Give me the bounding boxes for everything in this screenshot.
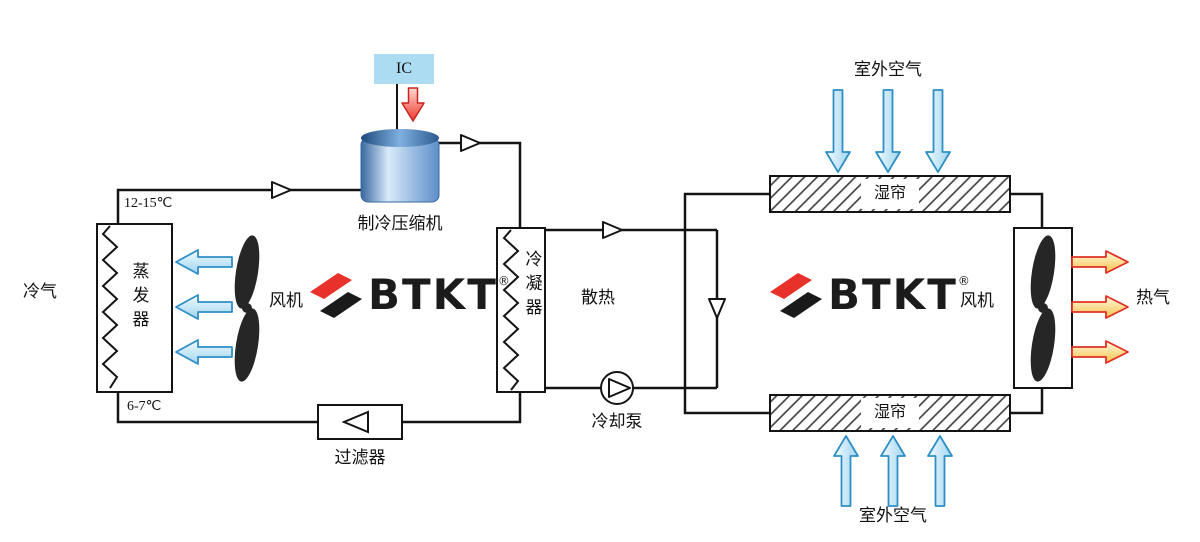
- outdoor-air-arrow-icon: [925, 89, 951, 173]
- evaporator-coil-icon: [101, 225, 119, 389]
- pipe-condenser-to-filter: [402, 390, 522, 424]
- cold-air-label: 冷气: [23, 282, 57, 301]
- cold-air-arrows: [175, 249, 233, 365]
- condenser-label: 冷凝器: [522, 250, 542, 322]
- btkt-logo-text: BTKT: [368, 270, 498, 319]
- compressor-label: 制冷压缩机: [357, 214, 443, 233]
- filter-label: 过滤器: [334, 448, 386, 467]
- outdoor-air-bottom-label: 室外空气: [859, 506, 927, 525]
- evaporator: [96, 223, 173, 393]
- fan-right-label: 风机: [960, 291, 994, 310]
- condenser-coil-icon: [502, 229, 520, 391]
- flow-arrow-icon: [271, 181, 292, 199]
- hot-air-arrow-icon: [1071, 340, 1129, 364]
- condenser: [496, 227, 546, 393]
- temp-in-label: 6-7℃: [127, 399, 162, 414]
- btkt-logo-mark-icon: [770, 273, 822, 318]
- flow-arrow-icon: [602, 221, 623, 239]
- btkt-logo-right: BTKT ®: [766, 266, 970, 324]
- ic-control-arrow-icon: [401, 87, 425, 122]
- fan-left-icon: [234, 235, 260, 382]
- flow-arrow-icon: [708, 298, 726, 319]
- hot-air-arrow-icon: [1071, 250, 1129, 274]
- hot-air-arrows: [1071, 250, 1129, 364]
- evaporator-label: 蒸发器: [129, 262, 149, 334]
- wet-curtain-bottom-label: 湿帘: [860, 398, 920, 428]
- cold-air-arrow-icon: [175, 339, 233, 365]
- duct-right-top: [1010, 192, 1044, 228]
- duct-right-bottom: [1010, 388, 1044, 415]
- ic-controller: IC: [374, 54, 434, 84]
- btkt-logo-text: BTKT: [828, 270, 958, 319]
- cooling-pump-icon: [600, 371, 634, 405]
- cooling-pump-label: 冷却泵: [591, 412, 643, 431]
- cold-air-arrow-icon: [175, 294, 233, 320]
- registered-mark: ®: [957, 274, 970, 288]
- outdoor-air-top-label: 室外空气: [854, 60, 922, 79]
- pipe-filter-to-evaporator: [116, 390, 320, 424]
- flow-arrow-icon: [460, 134, 481, 152]
- outdoor-air-arrows-top: [825, 89, 951, 173]
- cold-air-arrow-icon: [175, 249, 233, 275]
- temp-out-label: 12-15℃: [124, 196, 173, 211]
- outdoor-air-arrows-bottom: [833, 435, 953, 507]
- compressor: [360, 129, 440, 203]
- outdoor-air-arrow-icon: [825, 89, 851, 173]
- filter-flow-arrow-icon: [341, 410, 369, 434]
- btkt-logo-left: BTKT ®: [306, 266, 510, 324]
- fan-left-label: 风机: [269, 291, 303, 310]
- outdoor-air-arrow-icon: [833, 435, 859, 507]
- outdoor-air-arrow-icon: [875, 89, 901, 173]
- wet-curtain-top-label: 湿帘: [860, 179, 920, 209]
- hot-air-label: 热气: [1136, 288, 1170, 307]
- flow-direction-arrows: [271, 134, 726, 319]
- btkt-logo-mark-icon: [310, 273, 362, 318]
- outdoor-air-arrow-icon: [927, 435, 953, 507]
- heat-dissipation-label: 散热: [581, 288, 615, 307]
- fan-right-icon: [1030, 235, 1056, 382]
- duct-left: [683, 192, 770, 415]
- hot-air-arrow-icon: [1071, 295, 1129, 319]
- filter: [317, 404, 403, 440]
- pipe-compressor-to-condenser: [436, 141, 522, 230]
- outdoor-air-arrow-icon: [880, 435, 906, 507]
- registered-mark: ®: [497, 274, 510, 288]
- ic-label: IC: [396, 60, 412, 77]
